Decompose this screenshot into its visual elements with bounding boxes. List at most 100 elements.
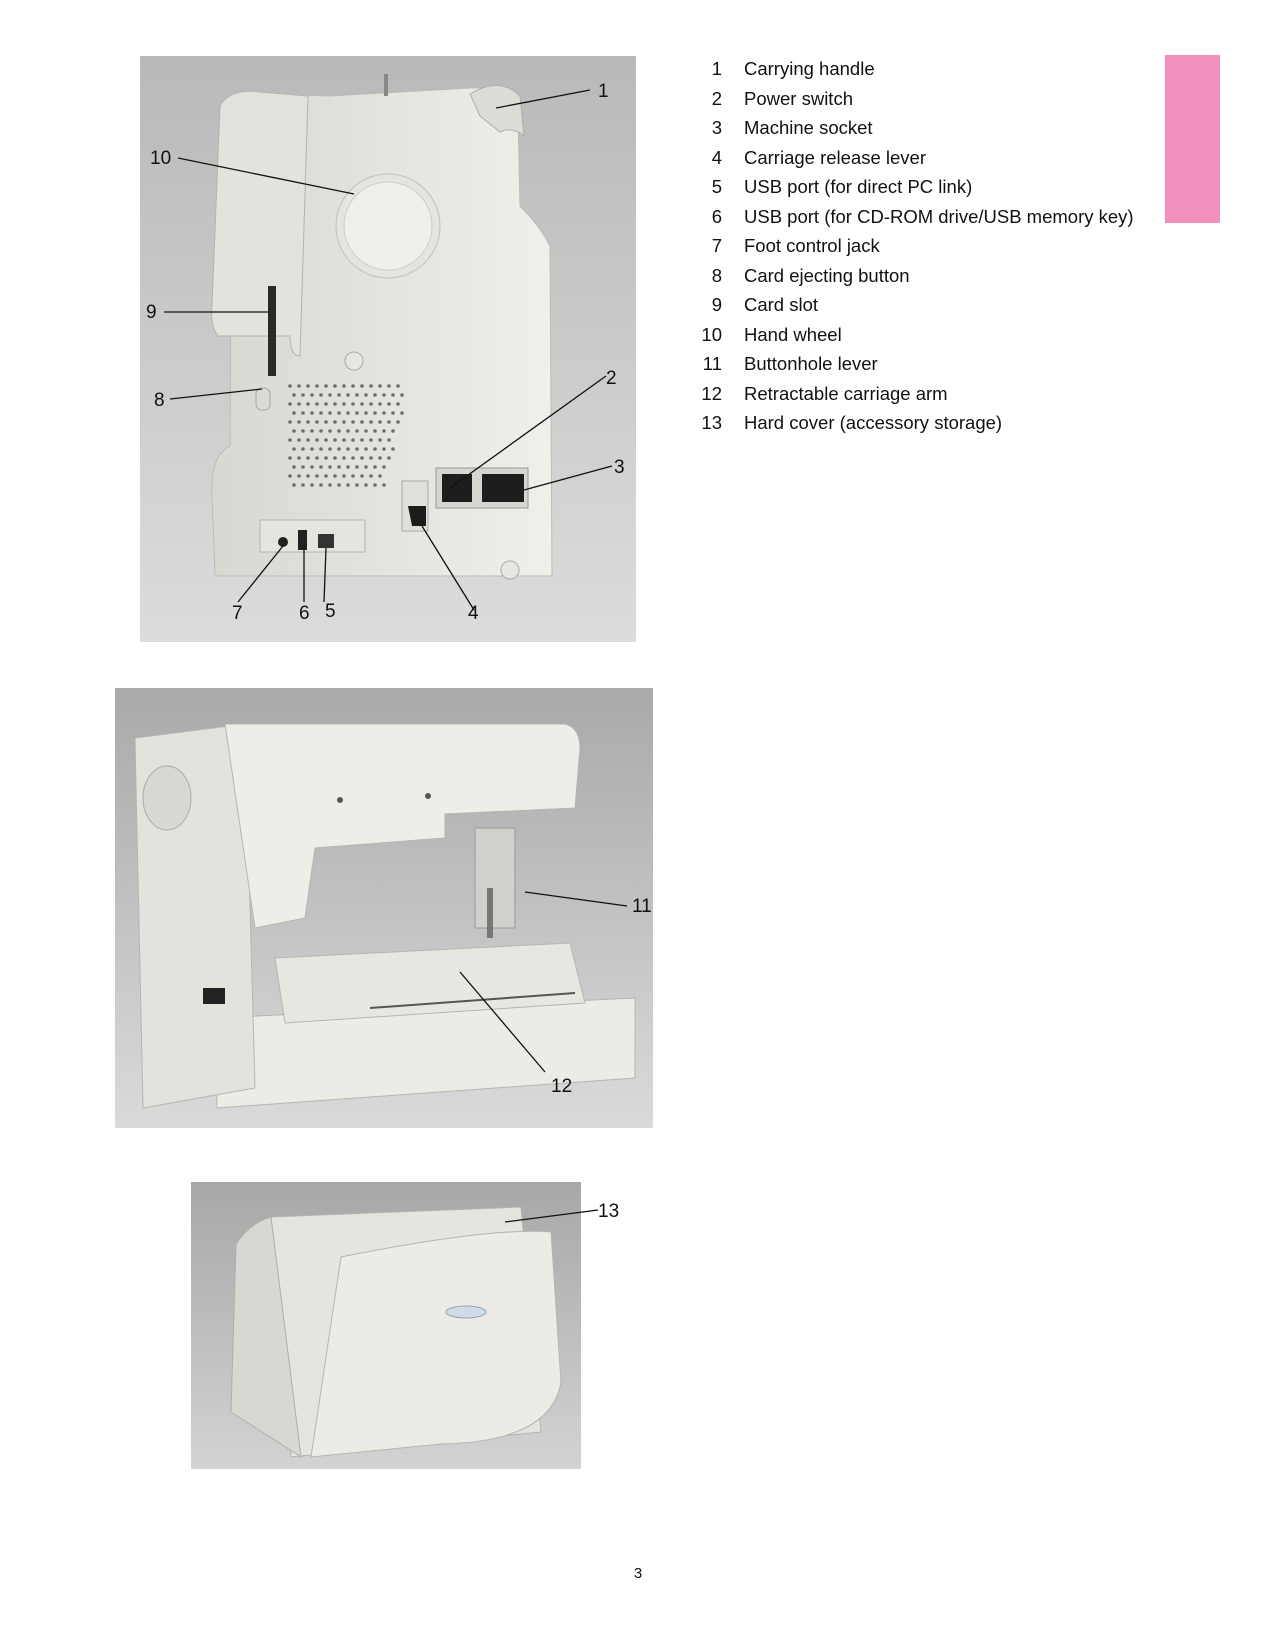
grille-hole (391, 429, 395, 433)
grille-hole (373, 447, 377, 451)
grille-hole (364, 393, 368, 397)
section-tab-marker (1165, 55, 1220, 223)
grille-hole (346, 411, 350, 415)
grille-hole (310, 447, 314, 451)
callout-7: 7 (232, 603, 243, 624)
grille-hole (328, 483, 332, 487)
grille-hole (382, 447, 386, 451)
grille-hole (378, 384, 382, 388)
part-label: Card ejecting button (744, 264, 910, 286)
grille-hole (391, 447, 395, 451)
speaker-grille (288, 384, 404, 487)
grille-hole (369, 420, 373, 424)
grille-hole (342, 384, 346, 388)
grille-hole (310, 483, 314, 487)
grille-hole (297, 420, 301, 424)
part-number: 10 (701, 323, 722, 345)
grille-hole (306, 438, 310, 442)
grille-hole (292, 411, 296, 415)
grille-hole (351, 438, 355, 442)
grille-hole (342, 438, 346, 442)
part-label: Retractable carriage arm (744, 382, 948, 404)
grille-hole (292, 447, 296, 451)
grille-hole (288, 474, 292, 478)
grille-hole (373, 483, 377, 487)
grille-hole (360, 384, 364, 388)
grille-hole (387, 420, 391, 424)
grille-hole (360, 456, 364, 460)
grille-hole (306, 474, 310, 478)
grille-hole (297, 402, 301, 406)
rear-view-photo: 11 12 (115, 688, 653, 1128)
grille-hole (288, 438, 292, 442)
grille-hole (373, 429, 377, 433)
part-label: USB port (for CD-ROM drive/USB memory ke… (744, 205, 1134, 227)
grille-hole (387, 438, 391, 442)
callout-10: 10 (150, 148, 171, 169)
grille-hole (400, 411, 404, 415)
grille-hole (378, 402, 382, 406)
grille-hole (382, 411, 386, 415)
grille-hole (378, 438, 382, 442)
part-number: 4 (711, 146, 722, 168)
grille-hole (297, 456, 301, 460)
grille-hole (324, 456, 328, 460)
hard-cover-photo (191, 1182, 581, 1469)
grille-hole (319, 483, 323, 487)
side-view-leader-lines (164, 89, 613, 611)
part-label: Foot control jack (744, 235, 880, 256)
callout-3: 3 (614, 457, 625, 478)
grille-hole (315, 420, 319, 424)
grille-hole (364, 483, 368, 487)
grille-hole (387, 456, 391, 460)
grille-hole (364, 465, 368, 469)
grille-hole (346, 483, 350, 487)
grille-hole (324, 420, 328, 424)
grille-hole (297, 438, 301, 442)
grille-hole (328, 447, 332, 451)
grille-hole (364, 447, 368, 451)
grille-hole (355, 411, 359, 415)
part-number: 9 (711, 294, 722, 315)
grille-hole (360, 420, 364, 424)
part-number: 3 (711, 117, 722, 138)
grille-hole (351, 402, 355, 406)
grille-hole (292, 393, 296, 397)
callout-5: 5 (325, 601, 336, 622)
grille-hole (306, 420, 310, 424)
part-label: Machine socket (744, 117, 873, 138)
grille-hole (396, 402, 400, 406)
part-number: 8 (711, 264, 722, 286)
part-label: USB port (for direct PC link) (744, 176, 973, 197)
grille-hole (292, 465, 296, 469)
grille-hole (319, 447, 323, 451)
grille-hole (382, 429, 386, 433)
side-view-illustration: 1 10 9 8 2 3 7 6 5 4 (140, 56, 636, 642)
grille-hole (387, 402, 391, 406)
grille-hole (346, 465, 350, 469)
grille-hole (324, 384, 328, 388)
grille-hole (333, 456, 337, 460)
leader-11 (524, 891, 628, 907)
grille-hole (355, 483, 359, 487)
grille-hole (378, 420, 382, 424)
callout-12: 12 (551, 1076, 572, 1097)
grille-hole (337, 447, 341, 451)
callout-1: 1 (598, 81, 609, 102)
grille-hole (315, 456, 319, 460)
grille-hole (337, 483, 341, 487)
grille-hole (355, 447, 359, 451)
grille-hole (328, 411, 332, 415)
grille-hole (387, 384, 391, 388)
grille-hole (301, 483, 305, 487)
grille-hole (342, 420, 346, 424)
grille-hole (342, 474, 346, 478)
grille-hole (382, 483, 386, 487)
grille-hole (319, 393, 323, 397)
grille-hole (333, 438, 337, 442)
grille-hole (360, 474, 364, 478)
